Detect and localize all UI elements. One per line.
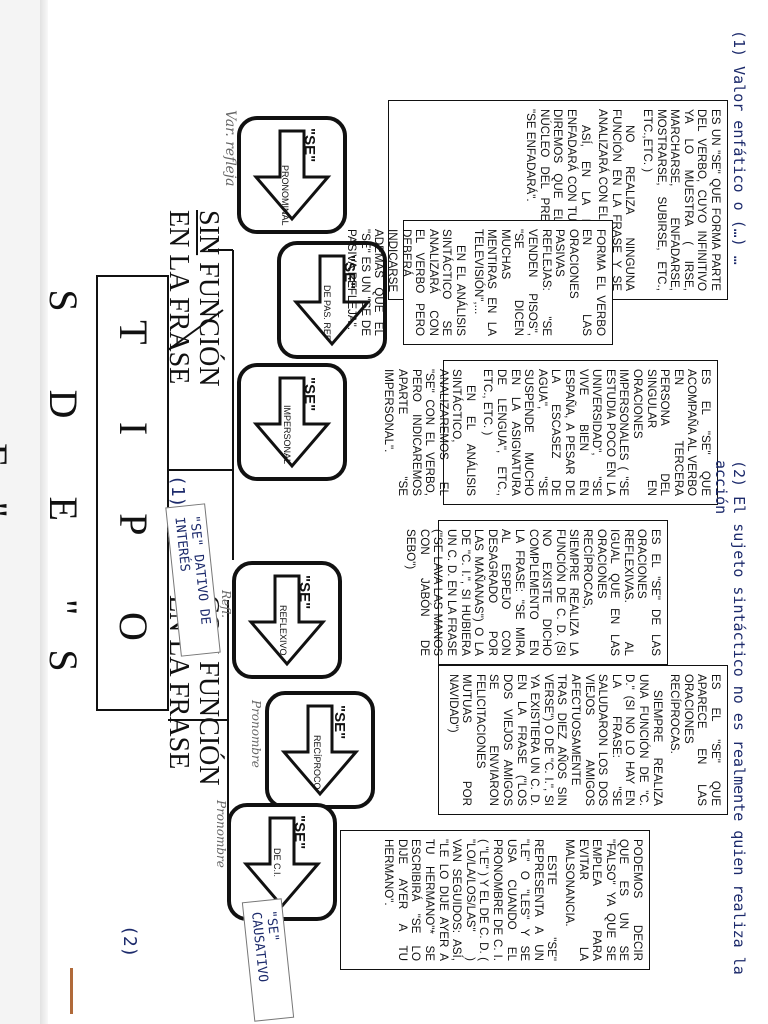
box-reflexivo-p1: ES EL "SE" DE LAS ORACIONES REFLEXIVAS. … <box>404 529 662 656</box>
box-pasiva-p2: EN EL ANÁLISIS SINTÁCTICO SE ANALIZARÁ C… <box>345 229 468 336</box>
dativo-number: (1) <box>167 475 188 508</box>
arrow-sub-impersonal: IMPERSONAL <box>282 405 292 465</box>
arrow-icon <box>232 561 342 679</box>
box-ci-p2: ESTE "SE" REPRESENTA A UN "LE" O "LES" Y… <box>382 839 559 961</box>
causativo-number: (2) <box>119 925 140 958</box>
box-pronominal-p1: ES UN "SE" QUE FORMA PARTE DEL VERBO, CU… <box>641 109 722 291</box>
box-ci: PODEMOS DECIR QUE ES UN SE "FALSO" YA QU… <box>340 830 650 970</box>
arrow-icon <box>277 241 387 359</box>
footnote-1: (1) Valor enfático o (…) … <box>730 30 748 265</box>
group-con-rest: FUNCIÓN <box>193 654 224 786</box>
group-sin-keyword: SIN <box>193 210 224 256</box>
pencil-note-reflexivo: Refl. <box>219 590 233 618</box>
box-reflexivo: ES EL "SE" DE LAS ORACIONES REFLEXIVAS. … <box>404 520 668 665</box>
box-impersonal-p2: EN EL ANÁLISIS SINTÁCTICO, ANALIZAREMOS … <box>382 369 477 496</box>
arrow-label-impersonal: "SE" <box>301 377 318 412</box>
arrow-sub-reciproco: RECÍPROCO <box>312 735 322 790</box>
arrow-sub-pasiva: DE PAS. REF <box>322 285 332 341</box>
box-pasiva-p1: FORMA EL VERBO EN LAS ORACIONES PASIVAS … <box>471 229 607 336</box>
arrow-label-pronominal: "SE" <box>301 128 318 163</box>
group-sin-funcion: SIN FUNCIÓN EN LA FRASE <box>163 210 224 440</box>
box-pasiva-refleja: FORMA EL VERBO EN LAS ORACIONES PASIVAS … <box>345 220 613 345</box>
page-shadow <box>40 0 48 1024</box>
arrow-label-reciproco: "SE" <box>331 705 348 740</box>
arrow-label-reflexivo: "SE" <box>296 575 313 610</box>
arrow-icon <box>227 803 337 921</box>
title-frame <box>96 275 169 711</box>
box-impersonal: ES EL "SE" QUE ACOMPAÑA AL VERBO EN TERC… <box>382 360 718 505</box>
box-reciproco-p2: SIEMPRE REALIZA UNA FUNCIÓN DE "C. D." (… <box>446 674 664 806</box>
page-edge-mark <box>70 968 73 1014</box>
box-ci-p1: PODEMOS DECIR QUE ES UN SE "FALSO" YA QU… <box>563 839 644 961</box>
box-reciproco: ES EL "SE" QUE APARECE EN LAS ORACIONES … <box>438 665 728 815</box>
footnote-2: (2) El sujeto sintáctico no es realmente… <box>712 460 748 975</box>
pencil-note-ci: Pronombre <box>214 800 228 868</box>
arrow-label-ci: "SE" <box>291 815 308 850</box>
arrow-icon <box>237 116 347 234</box>
pencil-note-reciproco: Pronombre <box>249 700 263 768</box>
arrow-icon <box>237 363 347 481</box>
pencil-note-pronominal: Var. refleja <box>222 110 238 187</box>
arrow-sub-reflexivo: REFLEXIVO <box>278 605 288 656</box>
group-sin-rest: FUNCIÓN <box>193 255 224 387</box>
group-sin-line2: EN LA FRASE <box>163 210 194 385</box>
box-impersonal-p1: ES EL "SE" QUE ACOMPAÑA AL VERBO EN TERC… <box>481 369 713 496</box>
arrow-sub-pronominal: PRONOMINAL <box>280 165 290 226</box>
arrow-sub-ci: DE C.I. <box>272 848 282 878</box>
